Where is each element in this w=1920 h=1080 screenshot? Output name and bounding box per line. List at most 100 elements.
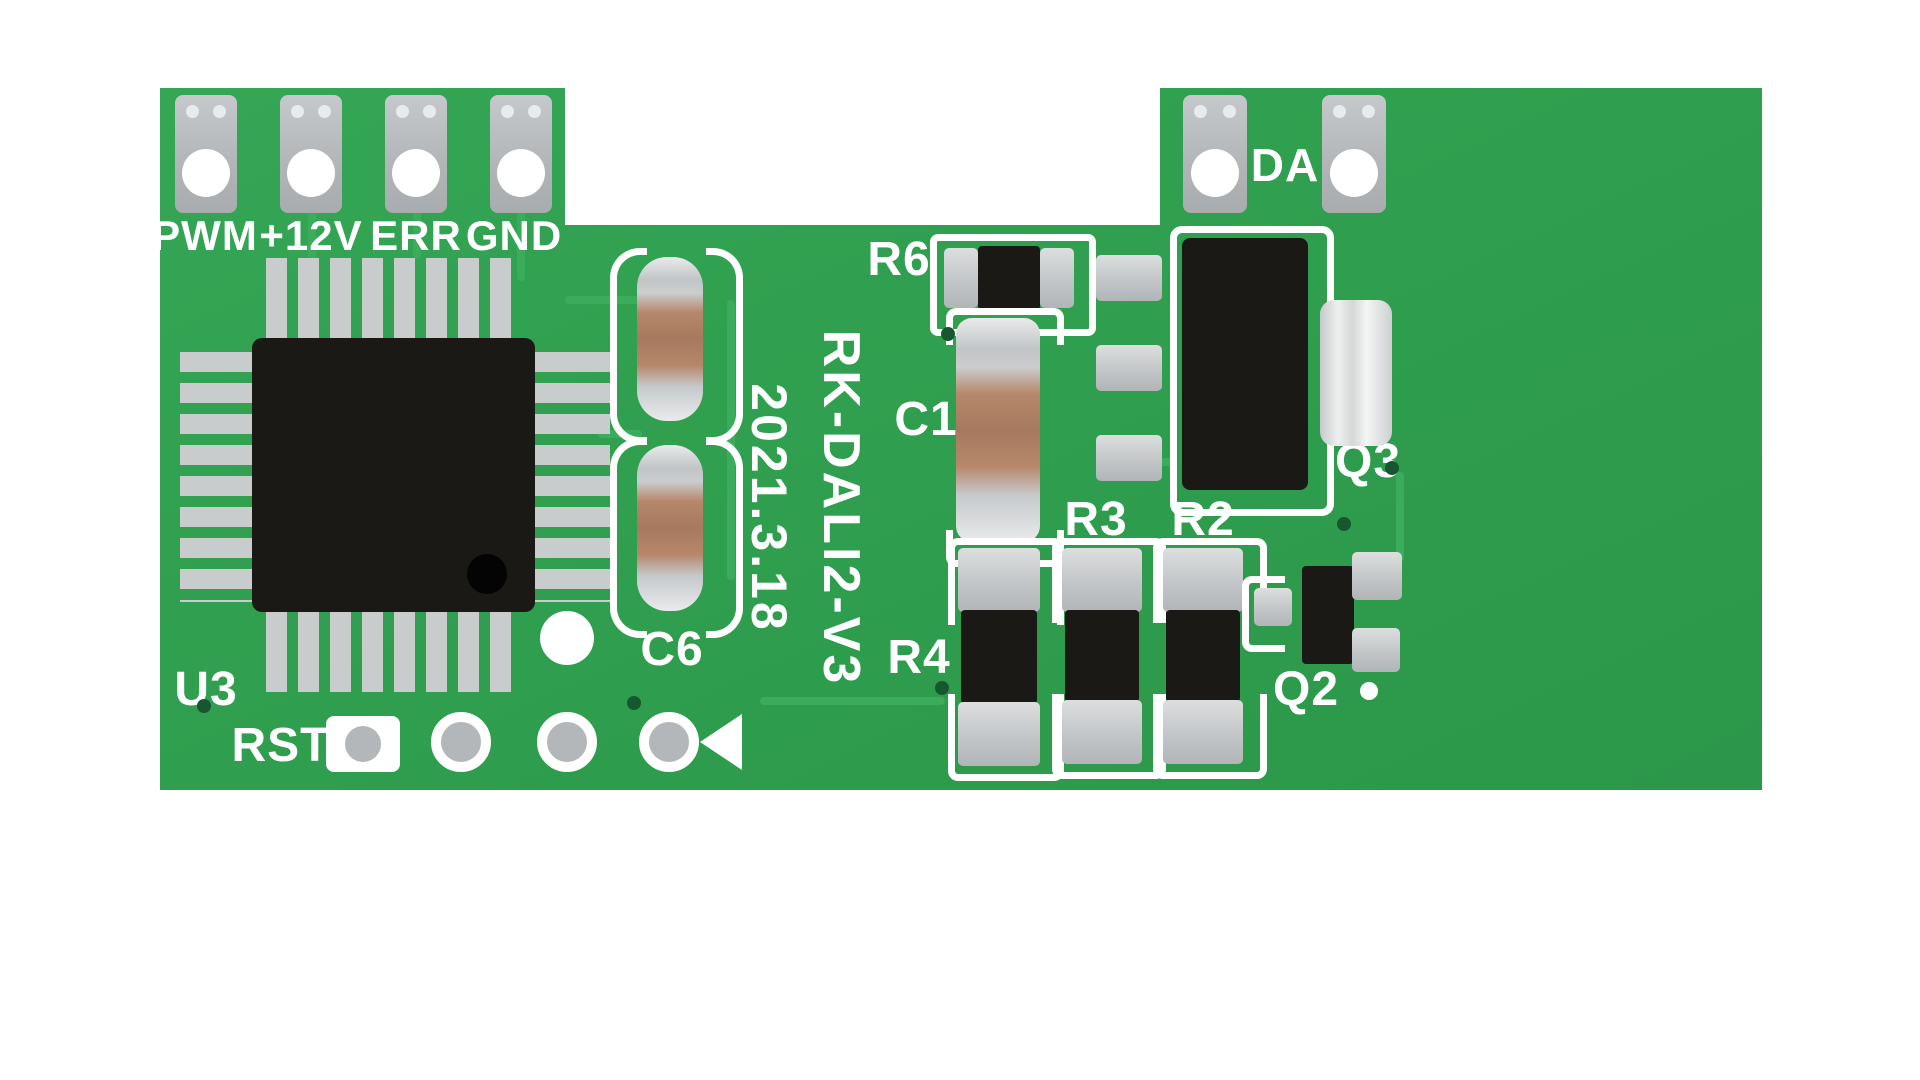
pad-hole [1191,149,1239,197]
silkscreen-date: 2021.3.18 [741,383,797,633]
silkscreen-dot [1360,682,1378,700]
connector-pad-gnd [490,95,552,213]
resistor-r6-body [978,246,1040,310]
label-rst: RST [231,719,331,772]
trace [760,697,945,705]
silkscreen-bracket [610,438,647,638]
label-12v: +12V [259,212,363,259]
pad-dot [1194,105,1207,118]
ic-pins-bottom [266,610,522,692]
pad-dot [501,105,514,118]
rst-pad-round [537,712,597,772]
via [627,696,641,710]
connector-pad-err [385,95,447,213]
connector-pad-da-minus [1322,95,1386,213]
pad-hole [497,149,545,197]
silkscreen-model: RK-DALI2-V3 [812,329,870,687]
transistor-q2-body [1302,566,1354,664]
silkscreen-bracket [948,694,1064,781]
designator-c1: C1 [894,393,958,446]
designator-r2: R2 [1171,493,1235,546]
pad-dot [423,105,436,118]
ic-pins-top [266,258,522,340]
resistor-r2-pad [1163,548,1243,612]
q3-pad [1096,255,1162,301]
via [935,681,949,695]
pad-dot [1362,105,1375,118]
label-gnd: GND [465,212,563,259]
capacitor-c6-a [637,257,703,421]
rst-pad-round [639,712,699,772]
trace [565,296,643,304]
via [941,327,955,341]
silkscreen-arrow [700,714,742,770]
designator-r6: R6 [867,233,931,286]
q2-pad [1254,588,1292,626]
pad-dot [213,105,226,118]
via [1385,461,1399,475]
ic-u3-body [252,338,535,612]
designator-r3: R3 [1064,493,1128,546]
silkscreen-bracket [1153,694,1267,779]
rst-pad-round [431,712,491,772]
trace [727,300,735,580]
pad-hole [392,149,440,197]
silkscreen-bracket [948,538,1064,625]
capacitor-c6-b [637,445,703,611]
resistor-r2-body [1166,610,1240,702]
resistor-r2-pad [1163,700,1243,764]
trace [517,211,525,281]
silkscreen-bracket [1052,694,1166,779]
pad-dot [186,105,199,118]
q3-pad [1096,435,1162,481]
silkscreen-bracket [1242,576,1285,652]
q3-pad [1096,345,1162,391]
label-da: DA [1250,139,1320,191]
connector-pad-pwm [175,95,237,213]
q2-pad [1352,552,1402,600]
trace [413,211,421,259]
rst-pad-square [326,716,400,772]
resistor-r3-body [1065,610,1139,702]
designator-c6: C6 [640,623,704,676]
pad-dot [1333,105,1346,118]
designator-r4: R4 [887,631,951,684]
resistor-r4-pad [958,702,1040,766]
connector-pad-da-plus [1183,95,1247,213]
label-pwm: PWM [152,212,258,259]
silkscreen-bracket [1052,538,1166,623]
silkscreen-dot [540,611,594,665]
via [1337,517,1351,531]
pad-dot [396,105,409,118]
resistor-r3-pad [1062,548,1142,612]
pad-hole [287,149,335,197]
resistor-r6-pad [944,248,978,308]
pad-hole [1330,149,1378,197]
trace [308,211,316,259]
pad-dot [1223,105,1236,118]
via [197,699,211,713]
resistor-r4-pad [958,548,1040,612]
label-err: ERR [370,212,462,259]
silkscreen-bracket [706,438,743,638]
ic-pins-left [180,352,254,602]
ic-pins-right [534,352,610,602]
resistor-r6-pad [1040,248,1074,308]
transistor-q3-body [1182,238,1308,490]
ic-pin1-dot [467,554,507,594]
capacitor-film-body [1320,300,1392,446]
capacitor-c1-body [956,318,1040,542]
pad-hole [182,149,230,197]
pad-dot [318,105,331,118]
resistor-r3-pad [1062,700,1142,764]
silkscreen-bracket [706,248,743,444]
designator-q2: Q2 [1272,663,1340,716]
silkscreen-bracket [946,308,1064,345]
resistor-r4-body [961,610,1037,704]
q2-pad [1352,628,1400,672]
pad-dot [291,105,304,118]
pad-dot [528,105,541,118]
rst-pad-hole [345,726,381,762]
